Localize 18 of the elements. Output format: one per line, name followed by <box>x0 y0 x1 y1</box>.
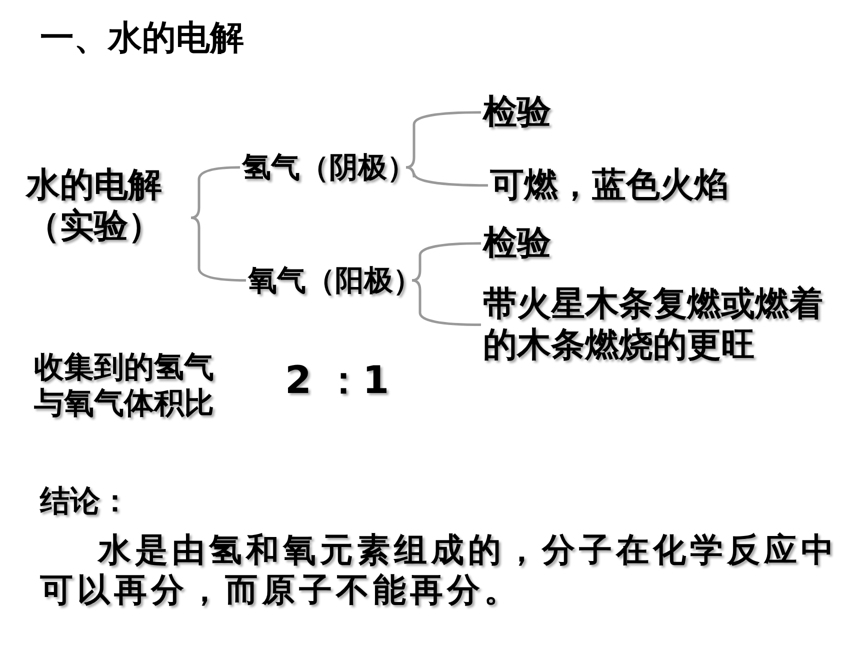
branch-text: 检验 <box>483 92 551 133</box>
slide-title: 一、水的电解 <box>40 18 244 59</box>
brace-connector <box>190 216 246 282</box>
conclusion-text: 水是由氢和氧元素组成的，分子在化学反应中可以再分，而原子不能再分。 <box>40 530 839 610</box>
branch-text: 氧气（阳极） <box>248 263 422 298</box>
ratio-value: 2 ：1 <box>285 358 390 404</box>
branch-text: 氢气（阴极） <box>242 150 416 185</box>
branch-text: 水的电解（实验） <box>4 165 184 247</box>
ratio-caption: 收集到的氢气与氧气体积比 <box>34 350 215 422</box>
branch-text: 带火星木条复燃或燃着的木条燃烧的更旺 <box>483 284 843 366</box>
branch-text: 可燃，蓝色火焰 <box>490 165 728 206</box>
brace-connector <box>406 166 488 187</box>
brace-connector <box>406 111 481 169</box>
branch-text: 检验 <box>483 223 551 264</box>
brace-connector <box>412 242 481 282</box>
brace-connector <box>412 279 481 326</box>
brace-connector <box>190 166 240 220</box>
conclusion-heading: 结论： <box>40 484 130 520</box>
